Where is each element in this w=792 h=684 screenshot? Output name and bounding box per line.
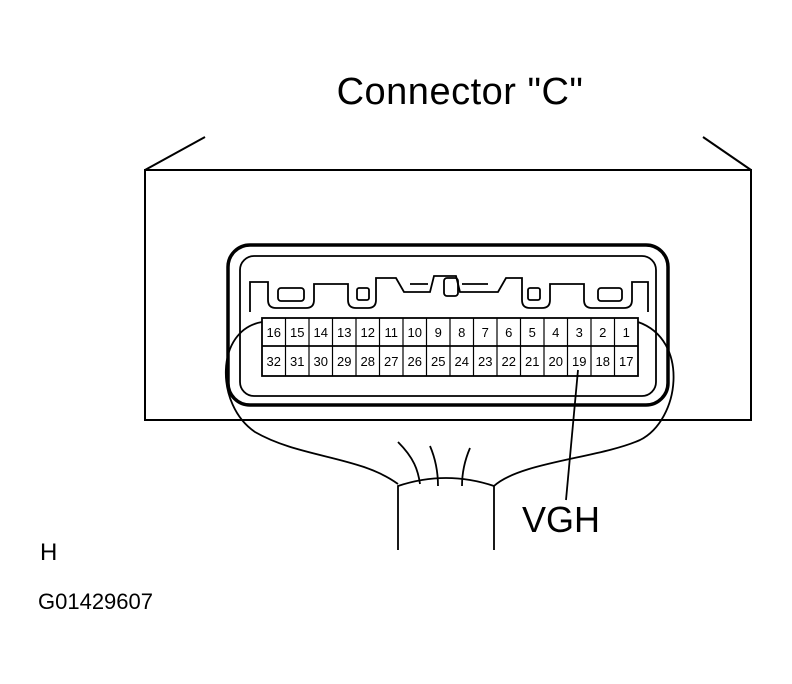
- pin-number-2: 2: [599, 325, 606, 340]
- pin-number-17: 17: [619, 354, 633, 369]
- pin-number-20: 20: [549, 354, 563, 369]
- pin-number-26: 26: [408, 354, 422, 369]
- pin-number-6: 6: [505, 325, 512, 340]
- pin-number-22: 22: [502, 354, 516, 369]
- pin-number-28: 28: [361, 354, 375, 369]
- pin-number-4: 4: [552, 325, 559, 340]
- connector-lock-profile: [249, 275, 649, 312]
- pin-number-31: 31: [290, 354, 304, 369]
- connector-body: [226, 243, 670, 407]
- wire-harness: [224, 321, 675, 550]
- pin-number-5: 5: [529, 325, 536, 340]
- pin-number-27: 27: [384, 354, 398, 369]
- pin-number-13: 13: [337, 325, 351, 340]
- pin-separators: [284, 318, 616, 376]
- callout-label-vgh: VGH: [522, 499, 601, 540]
- pin-number-8: 8: [458, 325, 465, 340]
- pin-number-24: 24: [455, 354, 469, 369]
- pin-number-25: 25: [431, 354, 445, 369]
- pin-number-11: 11: [385, 325, 399, 340]
- pin-number-19: 19: [572, 354, 586, 369]
- pin-number-16: 16: [267, 325, 281, 340]
- figure-id: G01429607: [38, 589, 153, 614]
- pin-number-7: 7: [482, 325, 489, 340]
- ecu-housing: [144, 136, 752, 421]
- pin-number-18: 18: [596, 354, 610, 369]
- pins-top-row: 16 15 14 13 12 11 10 9 8 7 6 5 4 3 2 1: [267, 325, 630, 340]
- pin-number-9: 9: [435, 325, 442, 340]
- pin-number-10: 10: [408, 325, 422, 340]
- pin-number-21: 21: [525, 354, 539, 369]
- pin-number-3: 3: [576, 325, 583, 340]
- connector-title: Connector "C": [336, 71, 584, 113]
- pin-number-29: 29: [337, 354, 351, 369]
- pin-number-15: 15: [290, 325, 304, 340]
- pin-number-32: 32: [267, 354, 281, 369]
- pin-number-14: 14: [314, 325, 328, 340]
- pins-bottom-row: 32 31 30 29 28 27 26 25 24 23 22 21 20 19 18 17: [267, 354, 634, 369]
- code-mark: H: [40, 539, 58, 566]
- callout-leader-line: [565, 369, 579, 501]
- pin-number-1: 1: [623, 325, 630, 340]
- pin-number-23: 23: [478, 354, 492, 369]
- pin-number-12: 12: [361, 325, 375, 340]
- pin-number-30: 30: [314, 354, 328, 369]
